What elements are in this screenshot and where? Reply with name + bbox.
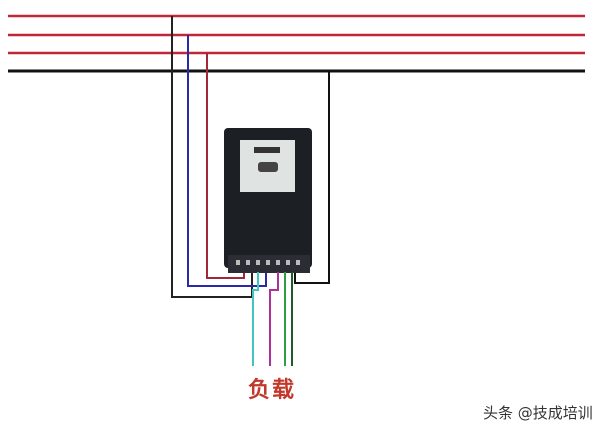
wire-phase-2-in — [187, 35, 267, 287]
electric-meter — [224, 128, 312, 273]
wire-phase-1-in — [171, 16, 253, 298]
wire-neutral-in — [294, 71, 330, 284]
wire-phase-3-in — [206, 53, 245, 279]
watermark: 头条 @技成培训 — [483, 404, 593, 422]
wire-load-cyan — [252, 272, 259, 366]
load-label: 负载 — [248, 378, 297, 403]
wire-load-magenta — [269, 272, 279, 366]
